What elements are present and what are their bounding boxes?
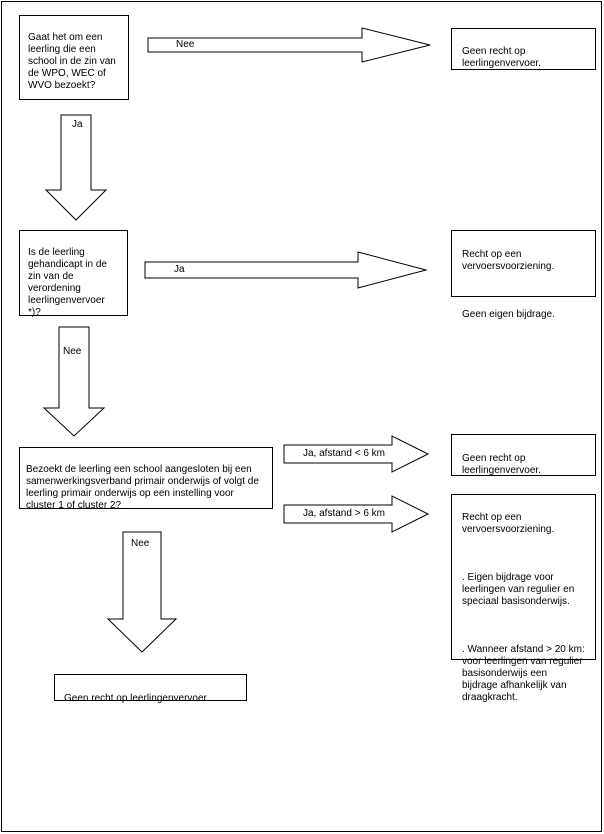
label-q1-yes: Ja [72, 119, 83, 130]
question-2-text: Is de leerling gehandicapt in de zin van… [28, 247, 107, 318]
outcome-4-line-2: . Eigen bijdrage voor leerlingen van reg… [462, 572, 575, 607]
outcome-5-text: Geen recht op leerlingenvervoer. [64, 693, 210, 704]
outcome-box-5: Geen recht op leerlingenvervoer. [54, 674, 247, 704]
outcome-2-line-2: Geen eigen bijdrage. [462, 309, 555, 320]
label-q3-yes-long: Ja, afstand > 6 km [303, 508, 385, 519]
arrow-right-q3-short [283, 435, 430, 473]
outcome-box-4: Recht op een vervoersvoorziening. . Eige… [451, 494, 596, 703]
question-1-text: Gaat het om een leerling die een school … [28, 32, 116, 91]
arrow-down-q1-yes [44, 114, 108, 221]
outcome-2-line-1: Recht op een vervoersvoorziening. [462, 249, 555, 272]
arrow-right-q2-yes [144, 251, 428, 289]
label-q3-yes-short: Ja, afstand < 6 km [303, 448, 385, 459]
outcome-3-text: Geen recht op leerlingenvervoer. [462, 453, 541, 476]
outcome-box-2: Recht op een vervoersvoorziening. Geen e… [451, 230, 596, 320]
outcome-1-text: Geen recht op leerlingenvervoer. [462, 46, 541, 69]
label-q2-yes: Ja [174, 264, 185, 275]
outcome-4-line-1: Recht op een vervoersvoorziening. [462, 512, 555, 535]
arrow-right-q1-no [147, 27, 431, 63]
outcome-4-line-3: . Wanneer afstand > 20 km: voor leerling… [462, 644, 585, 703]
question-3-text: Bezoekt de leerling een school aangeslot… [26, 464, 259, 511]
question-box-2: Is de leerling gehandicapt in de zin van… [19, 230, 128, 318]
arrow-down-q3-no [106, 531, 178, 653]
outcome-box-1: Geen recht op leerlingenvervoer. [451, 28, 596, 70]
question-box-3: Bezoekt de leerling een school aangeslot… [19, 447, 273, 511]
arrow-right-q3-long [283, 495, 430, 533]
label-q2-no: Nee [63, 346, 82, 357]
question-box-1: Gaat het om een leerling die een school … [19, 15, 129, 100]
label-q1-no: Nee [176, 39, 195, 50]
arrow-down-q2-no [42, 326, 106, 437]
label-q3-no: Nee [131, 538, 150, 549]
outcome-box-3: Geen recht op leerlingenvervoer. [451, 434, 596, 476]
